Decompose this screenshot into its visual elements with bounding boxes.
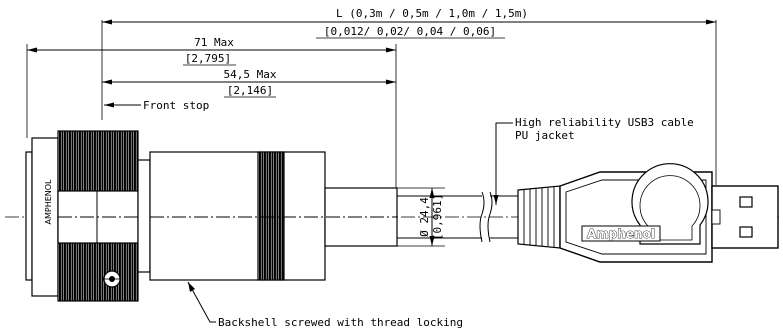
nut-brand-label: AMPHENOL [44,179,53,225]
diameter-dimension-inch-text: [0,961] [431,194,444,240]
connector-front: AMPHENOL [25,137,59,297]
backshell [137,151,398,281]
cable-label-line2: PU jacket [515,129,575,142]
usb-plug: Amphenol [517,163,779,263]
amphenol-logo: Amphenol [587,227,655,241]
diameter-dimension-text: Ø 24,4 [418,197,431,237]
max71-dimension-inch-text: [2,795] [185,52,231,65]
max71-dimension-text: 71 Max [194,36,234,49]
usb3-cable [397,191,518,243]
backshell-label: Backshell screwed with thread locking [218,316,463,329]
length-dimension-text: L (0,3m / 0,5m / 1,0m / 1,5m) [336,7,528,20]
length-dimension-inch-text: [0,012/ 0,02/ 0,04 / 0,06] [324,25,496,38]
callout-front-stop: Front stop [104,99,209,112]
dimension-diameter: Ø 24,4 [0,961] [397,187,445,247]
callout-cable: High reliability USB3 cable PU jacket [493,116,694,205]
dimension-length: L (0,3m / 0,5m / 1,0m / 1,5m) [0,012/ 0,… [101,7,717,185]
max54-dimension-text: 54,5 Max [224,68,277,81]
dimension-54-max: 54,5 Max [2,146] [102,68,396,98]
front-stop-label: Front stop [143,99,209,112]
dimension-71-max: 71 Max [2,795] [26,36,397,190]
max54-dimension-inch-text: [2,146] [227,84,273,97]
callout-backshell: Backshell screwed with thread locking [187,281,463,329]
coupling-nut [57,130,139,302]
cable-label-line1: High reliability USB3 cable [515,116,694,129]
usb-a-shell [711,185,779,249]
